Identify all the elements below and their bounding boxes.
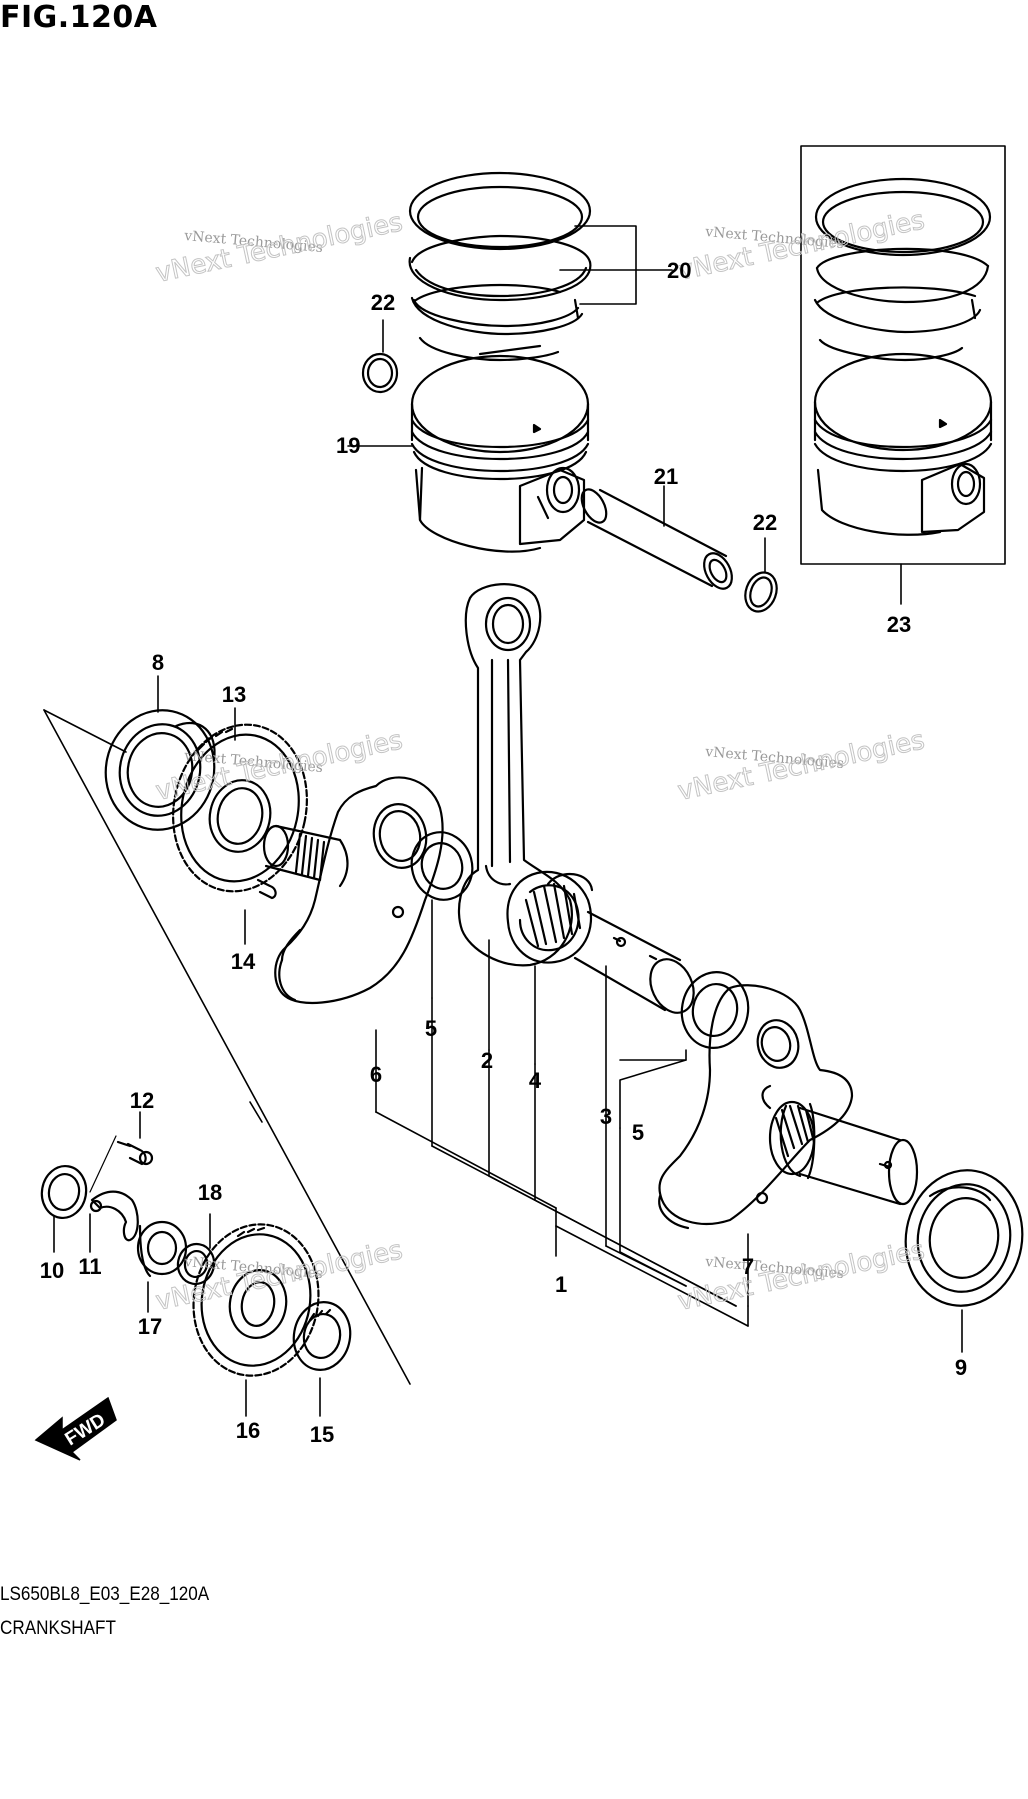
- figure-caption: CRANKSHAFT: [0, 1618, 116, 1639]
- callout-5-left: 5: [425, 1016, 437, 1041]
- piston-set-drawing: [813, 177, 993, 536]
- model-code: LS650BL8_E03_E28_120A: [0, 1584, 210, 1605]
- callout-11: 11: [78, 1254, 101, 1279]
- gear-16-drawing: [192, 1223, 320, 1377]
- piston-rings-drawing: [408, 171, 592, 362]
- crank-web-right-drawing: [658, 984, 919, 1230]
- crank-web-left-drawing: [262, 776, 444, 1005]
- assembly-bracket-1: [375, 997, 749, 1327]
- circlip-left-drawing: [361, 352, 399, 394]
- forward-arrow-icon: FWD: [34, 1396, 117, 1461]
- washer-drawing: [176, 1242, 216, 1286]
- callout-3: 3: [600, 1104, 612, 1129]
- callout-6: 6: [370, 1062, 382, 1087]
- piston-drawing: [410, 354, 590, 553]
- watermark-logo: vNext Technologies: [153, 207, 405, 289]
- bolt-drawing: [116, 1140, 154, 1166]
- callout-22-right: 22: [753, 510, 777, 535]
- bearing-right-drawing: [904, 1169, 1024, 1307]
- callout-15: 15: [310, 1422, 334, 1447]
- crank-pin-drawing: [573, 910, 695, 1014]
- retainer-plate-drawing: [89, 1190, 139, 1242]
- callout-19: 19: [336, 433, 360, 458]
- callout-13: 13: [222, 682, 246, 707]
- callout-14: 14: [231, 949, 256, 974]
- piston-set-box: [800, 145, 1006, 565]
- callout-8: 8: [152, 650, 164, 675]
- spline-hub-drawing: [292, 1301, 352, 1371]
- callout-2: 2: [481, 1048, 493, 1073]
- piston-pin-drawing: [580, 488, 733, 590]
- watermark-logo: vNext Technologies: [675, 725, 927, 807]
- callout-4: 4: [529, 1068, 542, 1093]
- key-pin-drawing: [256, 878, 277, 900]
- callout-labels: 1 2 3 4 5 5 6 7 8 9 10 11 12 13 14 15 16…: [40, 258, 967, 1447]
- gear-13-drawing: [172, 723, 308, 893]
- callout-1: 1: [555, 1272, 567, 1297]
- callout-18: 18: [198, 1180, 222, 1205]
- watermark-logo: vNext Technologies: [675, 1235, 927, 1317]
- callout-17: 17: [138, 1314, 162, 1339]
- callout-5-right: 5: [632, 1120, 644, 1145]
- bearing-left-drawing: [104, 709, 216, 831]
- figure-title: FIG.120A: [0, 0, 158, 35]
- crankshaft-exploded-diagram: FWD vNext Technologies vNext Technologie…: [34, 145, 1024, 1461]
- callout-23: 23: [887, 612, 911, 637]
- thrust-washer-left-drawing: [410, 831, 474, 901]
- watermark: vNext Technologies vNext Technologies vN…: [153, 205, 928, 1318]
- callout-21: 21: [654, 464, 678, 489]
- callout-12: 12: [130, 1088, 154, 1113]
- callout-22-left: 22: [371, 290, 395, 315]
- callout-16: 16: [236, 1418, 260, 1443]
- callout-9: 9: [955, 1355, 967, 1380]
- callout-7: 7: [742, 1254, 754, 1279]
- callout-20: 20: [667, 258, 691, 283]
- connecting-rod-drawing: [457, 583, 573, 967]
- callout-10: 10: [40, 1258, 64, 1283]
- needle-bearing-drawing: [506, 870, 594, 964]
- oil-seal-drawing: [40, 1165, 88, 1219]
